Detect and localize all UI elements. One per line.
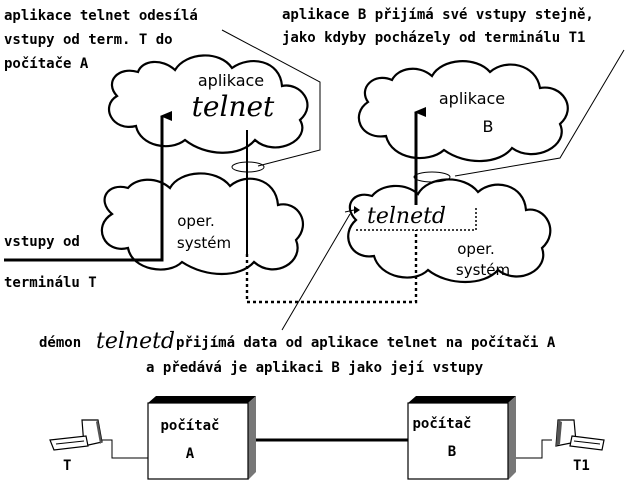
- daemon-line2: a předává je aplikaci B jako její vstupy: [146, 360, 484, 376]
- cloud-app-telnet-line2: telnet: [192, 90, 275, 123]
- daemon-rest: přijímá data od aplikace telnet na počít…: [176, 335, 556, 351]
- cloud-os-left-line2: systém: [177, 234, 231, 252]
- terminal-t1-label: T1: [573, 458, 590, 474]
- annotation-top-right-2: jako kdyby pocházely od terminálu T1: [282, 30, 585, 46]
- cloud-os-right: [347, 178, 552, 284]
- terminal-t-icon: [49, 419, 103, 451]
- cloud-app-telnet-line1: aplikace: [198, 71, 264, 90]
- cloud-os-left: [100, 172, 304, 276]
- telnetd-pointer: [344, 209, 355, 213]
- annotation-top-left-3: počítače A: [4, 56, 89, 72]
- network-dotted-path: [245, 230, 418, 304]
- pointer-line-app-b: [454, 49, 625, 177]
- input-label-2: terminálu T: [4, 275, 97, 291]
- terminal-t-link: [100, 439, 148, 459]
- cloud-app-telnet: [107, 54, 309, 154]
- input-label-1: vstupy od: [4, 234, 80, 250]
- terminal-t1-link: [508, 439, 552, 459]
- computer-a-box: [147, 396, 256, 480]
- cloud-app-b-line1: aplikace: [439, 89, 505, 108]
- annotation-top-right-1: aplikace B přijímá své vstupy stejně,: [282, 7, 594, 23]
- terminal-t-label: T: [63, 458, 71, 474]
- daemon-prefix: démon: [39, 335, 81, 351]
- interface-ellipse-right: [413, 171, 451, 183]
- computer-b-line2: B: [448, 444, 456, 460]
- interface-ellipse-left: [231, 161, 265, 173]
- cloud-telnetd-label: telnetd: [367, 204, 446, 229]
- daemon-word: telnetd: [96, 329, 175, 354]
- annotation-top-left-2: vstupy od term. T do: [4, 32, 173, 48]
- cloud-os-right-line1: oper.: [457, 240, 495, 258]
- input-path-arrow: [4, 111, 172, 262]
- cloud-app-b-line2: B: [483, 117, 494, 136]
- computer-b-line1: počítač: [412, 416, 471, 432]
- terminal-t1-icon: [555, 419, 605, 451]
- daemon-pointer-line: [281, 213, 351, 331]
- computer-a-line2: A: [186, 446, 195, 462]
- computer-b-box: [407, 396, 516, 480]
- cloud-os-right-line2: systém: [456, 261, 510, 279]
- pointer-line-telnet: [221, 29, 321, 167]
- telnetd-pointer-head: [354, 206, 360, 214]
- telnetd-boundary: [356, 206, 477, 231]
- annotation-top-left-1: aplikace telnet odesílá: [4, 8, 198, 24]
- cloud-app-b: [357, 60, 569, 163]
- cloud-os-left-line1: oper.: [177, 212, 215, 230]
- computer-a-line1: počítač: [160, 418, 219, 434]
